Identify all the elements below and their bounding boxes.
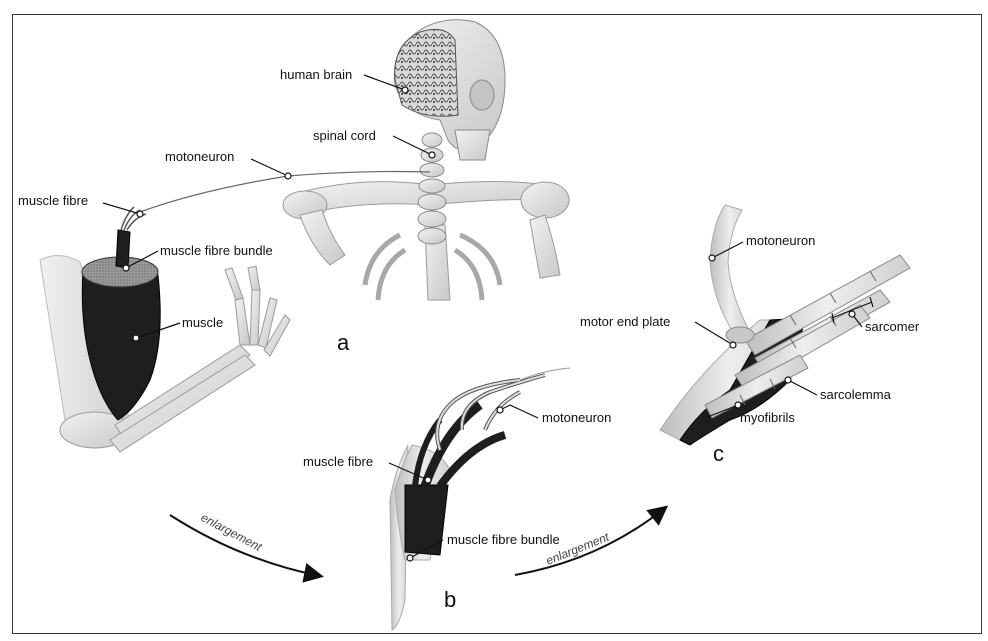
panel-label-b: b [444,587,456,612]
panel-label-c: c [713,441,724,466]
skeleton [283,20,569,300]
label-motoneuron-b: motoneuron [542,410,611,425]
label-muscle: muscle [182,315,223,330]
label-muscle-fibre-bundle-b: muscle fibre bundle [447,532,560,547]
label-human-brain: human brain [280,67,352,82]
label-sarcolemma: sarcolemma [820,387,892,402]
label-myofibrils: myofibrils [740,410,795,425]
label-muscle-fibre-bundle-a: muscle fibre bundle [160,243,273,258]
label-motoneuron-a: motoneuron [165,149,234,164]
label-spinal-cord: spinal cord [313,128,376,143]
label-muscle-fibre-b: muscle fibre [303,454,373,469]
panel-label-a: a [337,330,350,355]
label-motoneuron-c: motoneuron [746,233,815,248]
label-sarcomer: sarcomer [865,319,920,334]
fibre-bundle-zoom [390,368,570,630]
label-motor-end-plate: motor end plate [580,314,670,329]
label-muscle-fibre-a: muscle fibre [18,193,88,208]
